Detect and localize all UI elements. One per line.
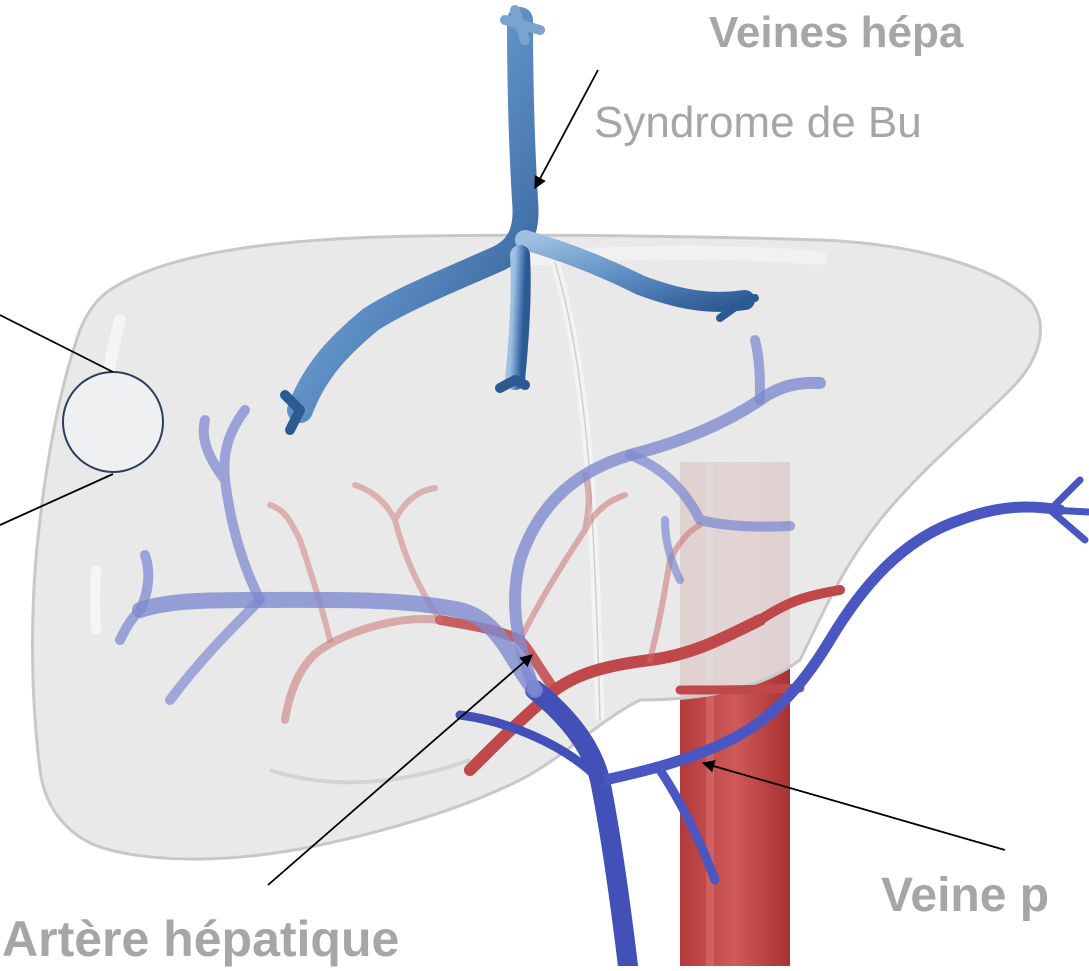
lesion-marker-circle — [63, 372, 163, 472]
liver — [33, 235, 1041, 859]
hepatic-artery-label: Artère hépatique — [2, 910, 399, 968]
portal-vein-label: Veine p — [881, 868, 1049, 923]
hepatic-veins-title: Veines hépa — [709, 8, 963, 58]
hepatic-veins-pointer — [535, 70, 598, 188]
hepatic-veins-subtitle: Syndrome de Bu — [594, 98, 922, 148]
